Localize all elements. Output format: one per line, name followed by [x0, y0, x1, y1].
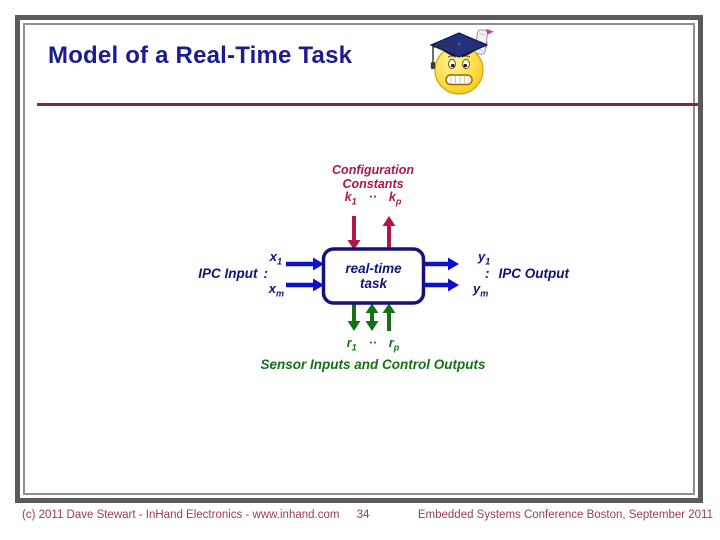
- r1-label: r1: [346, 336, 357, 353]
- ym-sub: m: [480, 288, 489, 299]
- sensor-up-arrow: [382, 303, 396, 313]
- k1-sub: 1: [351, 196, 357, 207]
- config-label-line1: Configuration: [332, 163, 414, 177]
- footer-copyright: (c) 2011 Dave Stewart - InHand Electroni…: [22, 509, 340, 521]
- ipc-input-arrow-1: [313, 257, 324, 271]
- rp-sub: p: [393, 342, 400, 353]
- title-underline: [37, 103, 698, 106]
- page-number: 34: [356, 509, 370, 521]
- y1-label: y1: [478, 249, 491, 267]
- r-variables-row: r1 ·· rp: [303, 336, 443, 353]
- x1-base: x: [269, 249, 277, 264]
- sensor-control-arrows: [347, 303, 396, 331]
- ipc-input-arrows: [286, 257, 324, 292]
- config-label-line2: Constants: [342, 176, 404, 191]
- kp-sub: p: [395, 196, 402, 207]
- ipc-input-colon: :: [263, 266, 269, 281]
- ipc-output-label: : IPC Output: [485, 267, 569, 281]
- k1-label: k1: [344, 190, 357, 207]
- ipc-output-arrow-1: [448, 257, 459, 271]
- task-box-label: real-time task: [323, 249, 424, 303]
- rp-label: rp: [388, 336, 400, 353]
- ym-base: y: [473, 281, 481, 296]
- real-time-task-diagram: Configuration Constants k1 ·· kp x1 IPC …: [20, 20, 698, 498]
- config-constants-label: Configuration Constants: [303, 163, 443, 191]
- y1-sub: 1: [485, 256, 491, 267]
- mortarboard-icon: [429, 32, 489, 69]
- task-box-line1: real-time: [345, 261, 402, 276]
- diagram-graphics: [286, 216, 459, 331]
- ipc-input-label: IPC Input:: [150, 267, 268, 281]
- xm-label: xm: [242, 281, 284, 299]
- ipc-output-colon: :: [485, 266, 490, 281]
- k-constants-row: k1 ·· kp: [303, 190, 443, 207]
- bidir-up-arrowhead: [365, 303, 379, 313]
- config-up-arrow: [382, 216, 396, 226]
- xm-sub: m: [275, 288, 284, 299]
- kp-label: kp: [388, 190, 402, 207]
- kp-base: k: [388, 190, 396, 204]
- r-ellipsis: ··: [368, 336, 377, 350]
- k1-base: k: [344, 190, 352, 204]
- slide-title: Model of a Real-Time Task: [48, 42, 353, 69]
- k-ellipsis: ··: [368, 190, 377, 204]
- footer-conference: Embedded Systems Conference Boston, Sept…: [417, 509, 713, 521]
- xm-base: x: [268, 281, 276, 296]
- config-constant-arrows: [347, 216, 396, 250]
- x1-label: x1: [242, 249, 282, 267]
- ipc-output-text: IPC Output: [498, 266, 570, 281]
- bidir-down-arrowhead: [365, 321, 379, 331]
- ipc-input-arrow-m: [313, 278, 324, 292]
- ipc-input-text: IPC Input: [198, 266, 258, 281]
- ipc-output-arrows: [425, 257, 459, 292]
- r1-sub: 1: [351, 342, 357, 353]
- x1-sub: 1: [276, 256, 282, 267]
- sensor-control-caption: Sensor Inputs and Control Outputs: [260, 357, 486, 372]
- ipc-output-arrow-m: [448, 278, 459, 292]
- graduate-smiley-icon: [429, 28, 494, 95]
- task-box-line2: task: [359, 276, 388, 291]
- real-time-task-box: [321, 247, 426, 305]
- ym-label: ym: [473, 281, 489, 299]
- smiley-eyes: [447, 55, 471, 70]
- control-down-arrow: [347, 321, 361, 331]
- smiley-grin: [445, 74, 473, 86]
- slide: Model of a Real-Time Task: [15, 15, 703, 503]
- r1-base: r: [346, 336, 352, 350]
- y1-base: y: [478, 249, 486, 264]
- rp-base: r: [388, 336, 394, 350]
- config-down-arrow: [347, 240, 361, 250]
